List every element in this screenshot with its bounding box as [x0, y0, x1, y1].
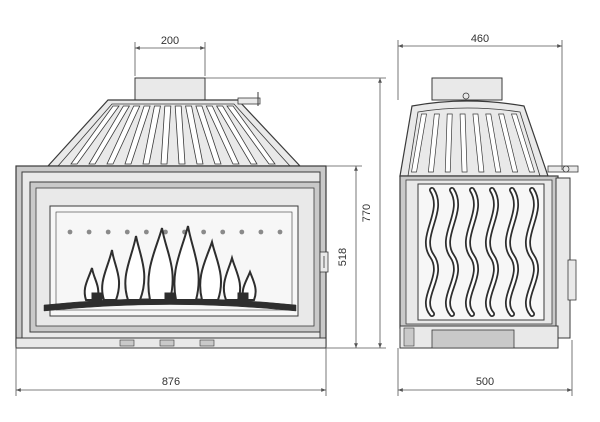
side-grill-bar [498, 113, 519, 173]
air-hole [124, 229, 130, 235]
wave-fin-highlight [426, 188, 438, 316]
front-grill-bar [226, 105, 276, 165]
wave-fin-highlight [486, 188, 498, 316]
air-hole [86, 229, 92, 235]
front-grill-bar [142, 105, 161, 165]
front-air-holes [67, 229, 283, 235]
side-door-edge [555, 177, 571, 339]
side-grill-bar [485, 113, 502, 173]
side-grill-bar [427, 113, 440, 173]
dim-side-top-width: 460 [471, 33, 489, 45]
front-grill-bar [215, 105, 258, 165]
front-chimney-collar [134, 77, 206, 101]
air-hole [163, 229, 168, 235]
air-hole [220, 229, 226, 235]
side-chimney-collar [431, 77, 503, 101]
dim-side-depth: 500 [476, 376, 494, 388]
side-grill-bar [411, 113, 427, 173]
front-grill [70, 105, 276, 165]
dim-total-height: 770 [361, 204, 373, 222]
side-view [399, 77, 579, 349]
dim-body-height: 518 [337, 248, 349, 266]
side-panel [417, 183, 545, 321]
front-dimensions: 200 770 518 876 [15, 35, 386, 396]
front-grill-bar [174, 105, 186, 165]
front-grill-bar [70, 105, 120, 165]
dim-front-width: 876 [162, 376, 180, 388]
front-view [15, 77, 329, 349]
air-hole [201, 229, 207, 235]
side-grill-bar [472, 113, 485, 173]
side-grill-bar [511, 113, 535, 173]
wave-fin-highlight [526, 188, 538, 316]
front-grill-bar [88, 105, 131, 165]
air-hole [277, 229, 283, 235]
front-grill-bar [160, 105, 172, 165]
front-hood [46, 99, 302, 167]
air-hole [239, 229, 245, 235]
front-grill-bar [205, 105, 240, 165]
air-hole [67, 229, 73, 235]
side-dimensions: 460 500 [397, 33, 573, 396]
side-grill-bar [459, 113, 468, 173]
front-grill-bar [106, 105, 141, 165]
air-hole [105, 229, 111, 235]
dim-chimney-width: 200 [161, 35, 179, 47]
air-hole [143, 229, 149, 235]
air-hole [258, 229, 264, 235]
side-grill-bar [444, 113, 453, 173]
wave-fin-highlight [506, 188, 518, 316]
wave-fin-highlight [446, 188, 458, 316]
front-grill-bar [124, 105, 151, 165]
side-wave-fins [424, 187, 540, 317]
front-grill-bar [195, 105, 222, 165]
side-grill [411, 113, 535, 173]
front-hood-lip [237, 97, 261, 105]
front-grill-bar [185, 105, 204, 165]
front-flames [83, 225, 257, 301]
wave-fin-highlight [466, 188, 478, 316]
